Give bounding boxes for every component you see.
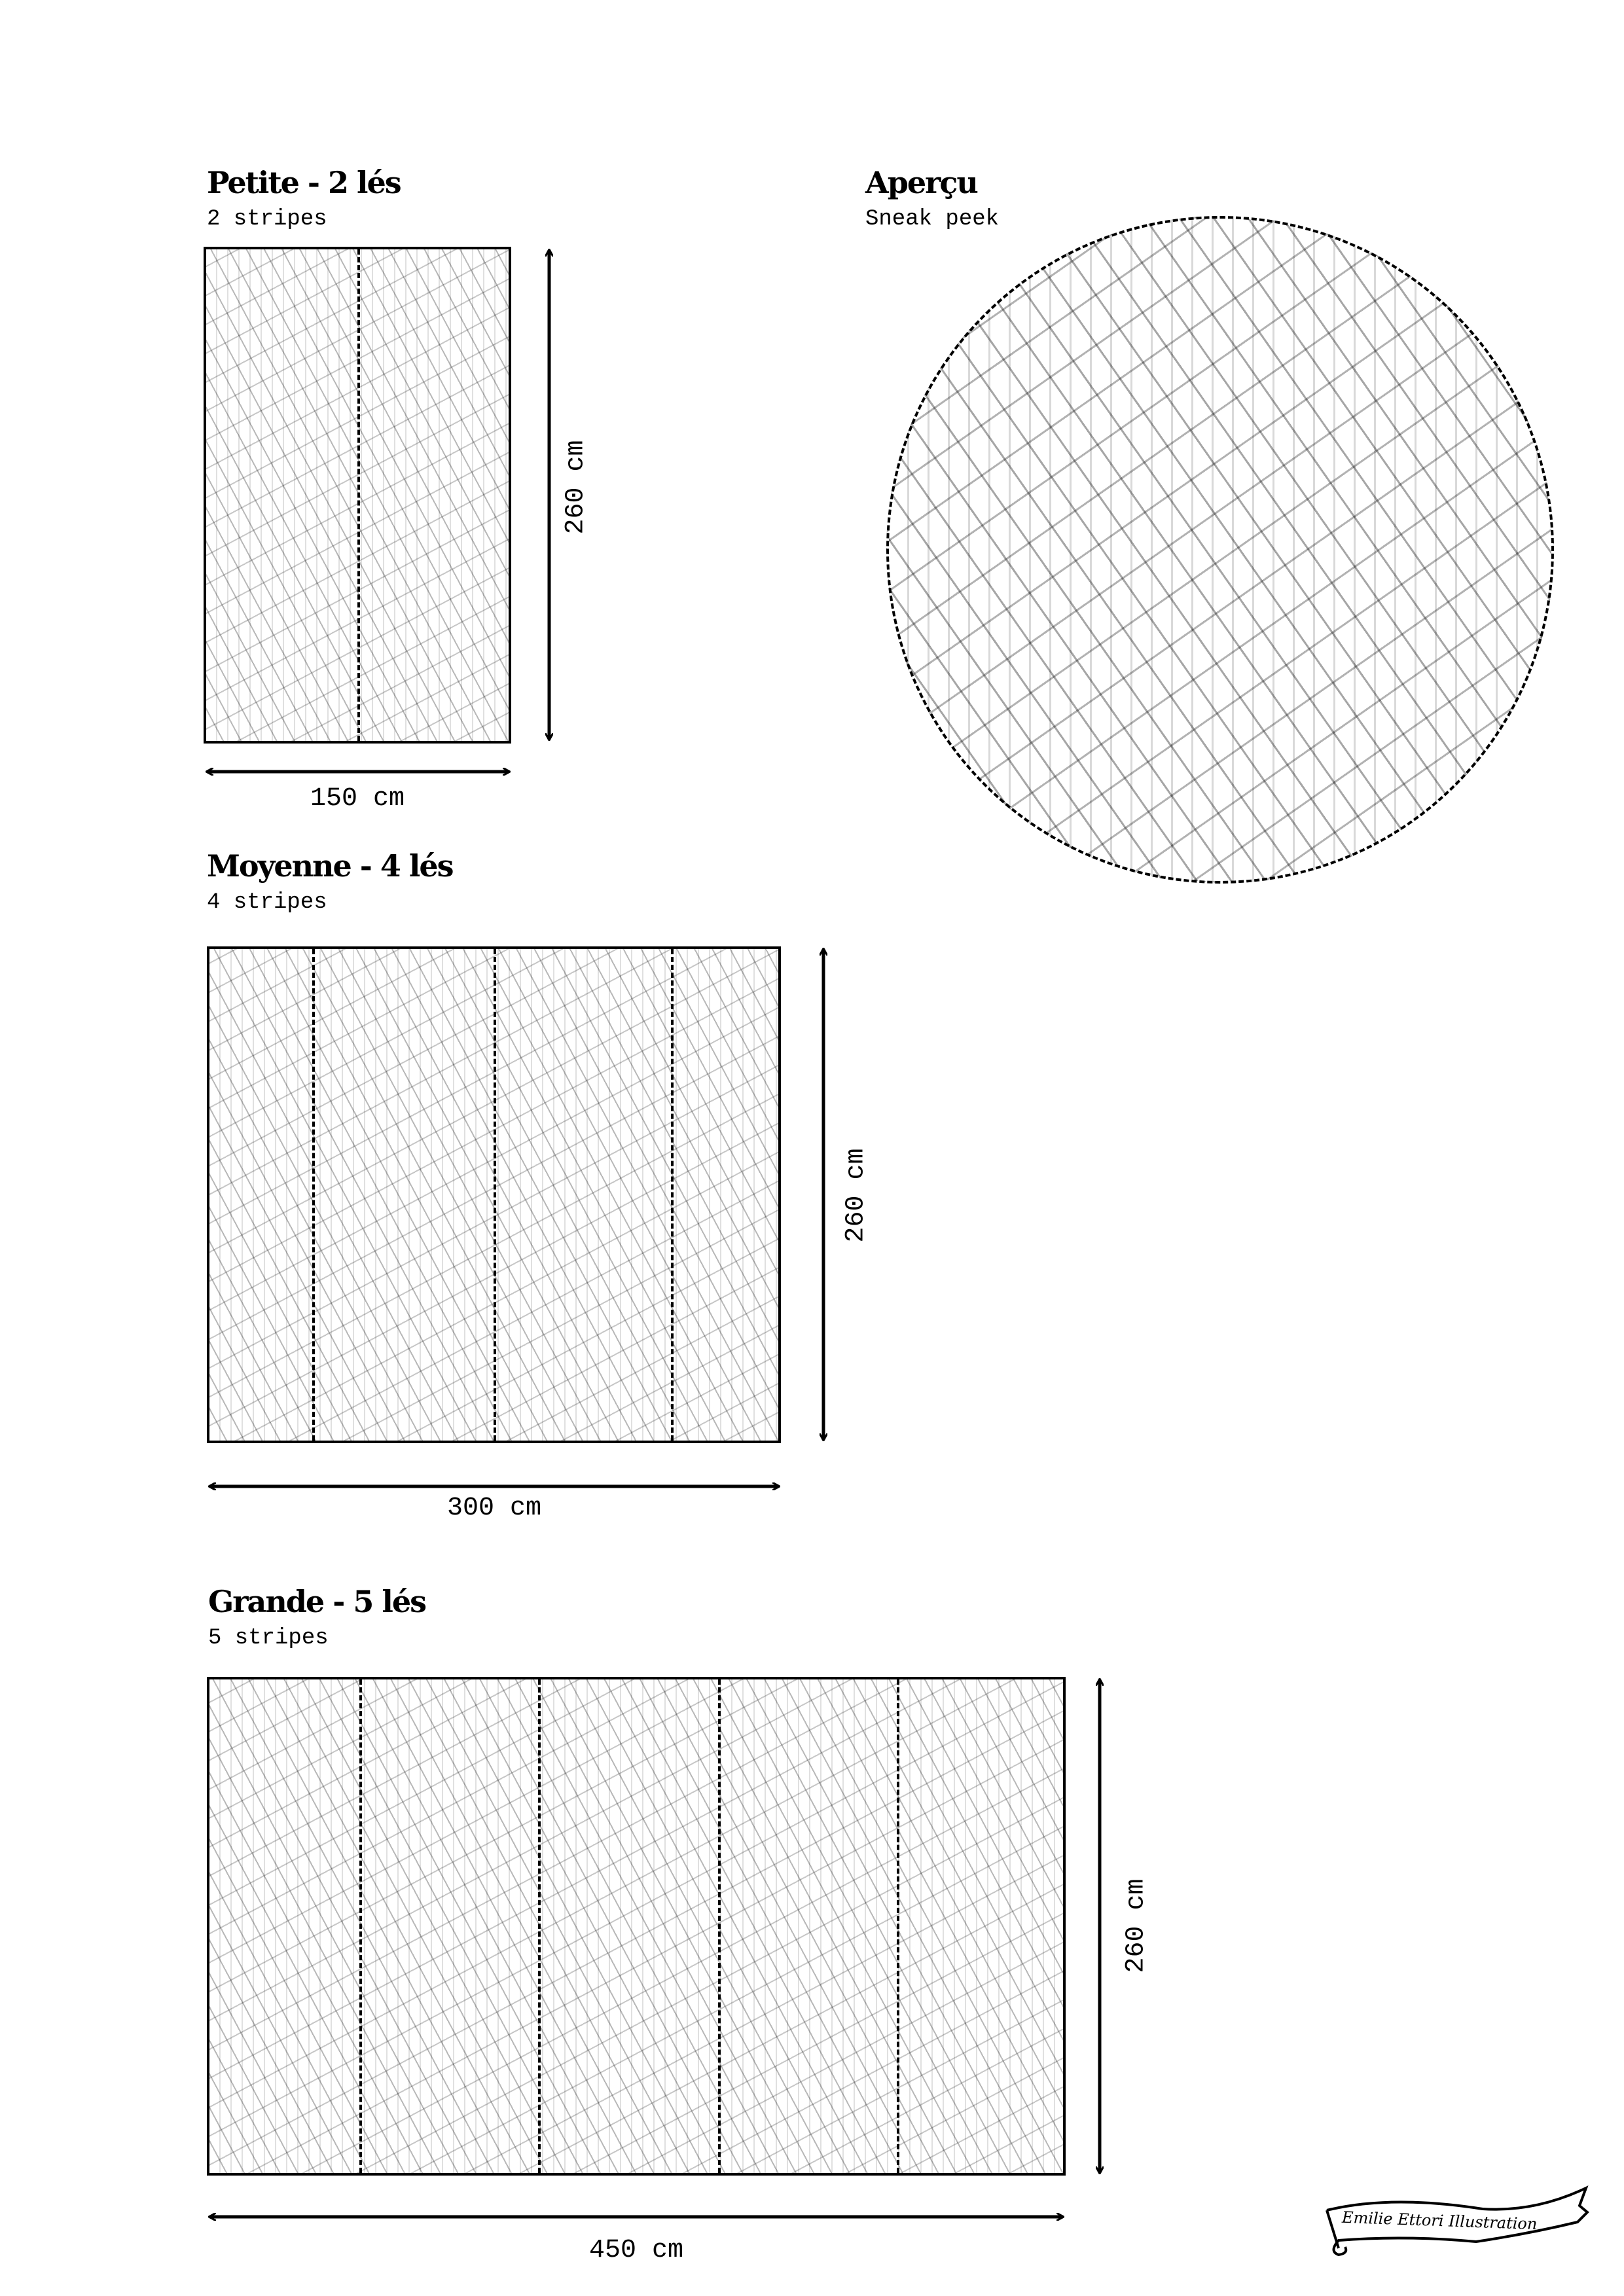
small-size-title: Petite - 2 lés bbox=[207, 165, 402, 200]
stripe-divider bbox=[494, 949, 496, 1441]
stripe-divider bbox=[897, 1679, 899, 2173]
medium-height-label: 260 cm bbox=[841, 1148, 871, 1243]
large-size-subtitle: 5 stripes bbox=[208, 1626, 329, 1651]
medium-wallpaper-preview bbox=[207, 946, 781, 1443]
stripe-divider bbox=[357, 249, 360, 741]
medium-size-title: Moyenne - 4 lés bbox=[207, 848, 454, 884]
stripe-divider bbox=[718, 1679, 721, 2173]
large-height-label: 260 cm bbox=[1121, 1878, 1151, 1973]
medium-width-label: 300 cm bbox=[446, 1494, 542, 1523]
ribbon-icon bbox=[1326, 2185, 1589, 2257]
sneak-peek-circle bbox=[886, 216, 1554, 884]
preview-subtitle: Sneak peek bbox=[865, 207, 1000, 232]
stripe-divider bbox=[359, 1679, 362, 2173]
small-wallpaper-preview bbox=[204, 247, 511, 744]
large-wallpaper-preview bbox=[207, 1677, 1066, 2176]
signature-banner: Emilie Ettori Illustration bbox=[1312, 2183, 1594, 2261]
small-size-subtitle: 2 stripes bbox=[207, 207, 327, 232]
large-size-title: Grande - 5 lés bbox=[208, 1584, 427, 1619]
stripe-divider bbox=[538, 1679, 541, 2173]
medium-size-subtitle: 4 stripes bbox=[207, 890, 327, 915]
stripe-divider bbox=[671, 949, 674, 1441]
large-width-label: 450 cm bbox=[588, 2236, 684, 2265]
small-width-label: 150 cm bbox=[310, 784, 405, 814]
small-height-label: 260 cm bbox=[561, 440, 591, 535]
preview-title: Aperçu bbox=[865, 165, 979, 200]
stripe-divider bbox=[312, 949, 315, 1441]
